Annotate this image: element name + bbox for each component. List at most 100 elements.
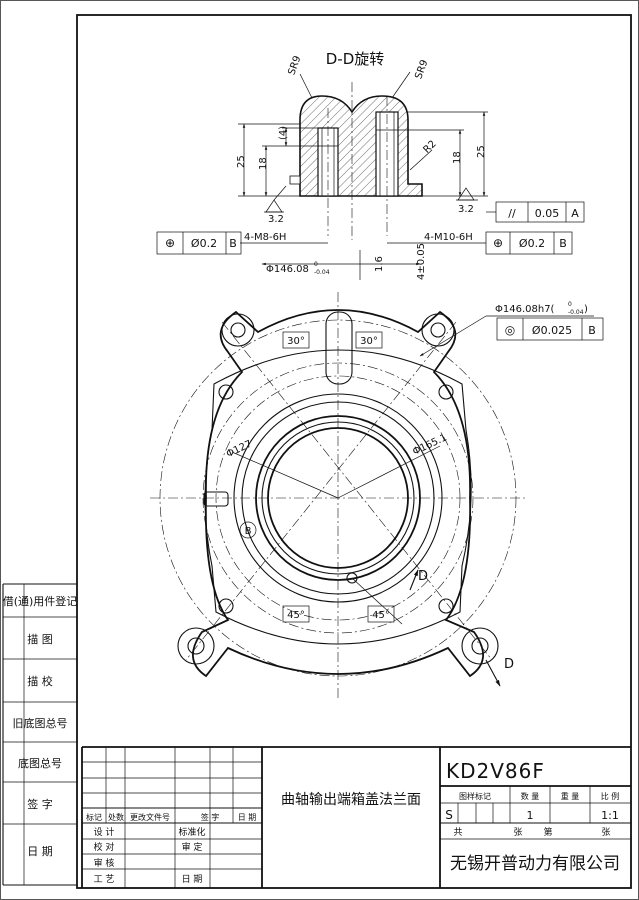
svg-text:◎: ◎ [505,323,515,337]
sheet-no-label: 第 [543,826,552,838]
svg-text:18: 18 [258,157,269,170]
dim-dia-146: Φ146.08 0 -0.04 1.6 4±0.05 [261,243,427,280]
r2-label: R2 [409,139,439,171]
svg-text:1.6: 1.6 [374,256,385,272]
roughness-right: 3.2 [456,187,478,215]
svg-text:Ø0.2: Ø0.2 [191,237,217,250]
sign-standard: 标准化 [178,826,205,838]
svg-text:Φ146.08h7(: Φ146.08h7( [495,304,555,315]
ear-hole-bottom-right [461,627,499,665]
svg-text:B: B [229,237,237,250]
section-mark-d-1: D [418,569,428,584]
strip-label-borrow: 借(通)用件登记 [3,594,78,608]
top-slot [325,311,353,385]
sheet-total-label: 共 [453,827,462,838]
strip-label-old-base: 旧底图总号 [13,716,68,730]
scale-value: 1:1 [601,809,619,822]
info-header-qty: 数 量 [521,791,540,801]
bolt-hole [218,384,234,400]
angle-bottom-right: 45° [367,605,395,623]
angle-top-right: 30° [355,331,383,349]
sign-date: 日 期 [182,874,203,885]
rev-header-count: 处数 [108,812,124,822]
strip-label-date: 日 期 [27,845,53,858]
part-name: 曲轴输出端箱盖法兰面 [281,792,421,808]
bolt-hole [438,598,454,614]
flange-outline [192,309,484,678]
bolt-hole [218,598,234,614]
rev-header-mark: 标记 [86,812,102,822]
svg-text:B: B [559,237,567,250]
strip-label-trace-check: 描 校 [27,674,53,688]
svg-text:B: B [588,324,596,337]
roughness-left: 3.2 [264,185,287,225]
sign-approve: 审 定 [182,841,203,853]
svg-text:3.2: 3.2 [458,204,474,215]
sign-review: 审 核 [94,857,115,869]
svg-text:25: 25 [236,155,247,168]
svg-text:A: A [571,207,579,220]
svg-text:4±0.05: 4±0.05 [416,243,427,280]
section-view: D-D旋转 SR9 SR9 R2 [156,50,585,280]
svg-text:45°: 45° [372,610,390,621]
svg-text:0: 0 [314,261,318,268]
svg-text:SR9: SR9 [413,58,430,80]
info-header-stage: 图样标记 [459,791,491,801]
plan-view: 30° 30° 45° 45° Φ127 Φ165.1 B D D Φ146.0… [150,292,604,700]
sheet-no-unit: 张 [601,827,610,838]
sign-process: 工 艺 [94,874,115,885]
company-name: 无锡开普动力有限公司 [450,854,620,874]
strip-label-base-total: 底图总号 [18,756,62,770]
strip-label-trace: 描 图 [27,632,53,646]
main-bore [267,427,409,569]
sign-check: 校 对 [94,841,115,853]
stage-mark: S [445,808,453,822]
rev-header-doc: 更改文件号 [130,812,170,822]
sr-label-right: SR9 [391,58,430,99]
svg-text:0: 0 [568,301,572,308]
svg-text:Ø0.2: Ø0.2 [519,237,545,250]
svg-text:(4): (4) [278,126,289,140]
dim-dia-165: Φ165.1 [411,432,449,457]
svg-text:Φ146.08: Φ146.08 [266,264,309,275]
thread-callout-right: 4-M10-6H ⊕ Ø0.2 B [387,231,573,255]
svg-text:-0.04: -0.04 [568,309,584,316]
svg-text:R2: R2 [422,139,439,156]
info-header-weight: 重 量 [561,791,580,801]
ear-hole-top-right [421,313,455,347]
dim-dia-127: Φ127 [225,439,254,460]
dims-left: 25 18 (4) [236,123,318,197]
svg-text:45°: 45° [287,610,305,621]
sr-label-left: SR9 [286,54,313,99]
svg-text:4-M8-6H: 4-M8-6H [244,232,286,243]
svg-text:0.05: 0.05 [535,207,560,220]
angle-top-left: 30° [282,331,310,349]
rev-header-date: 日 期 [238,813,257,822]
left-notch [203,491,229,507]
svg-text:): ) [584,304,588,315]
ear-hole-top-left [221,313,255,347]
svg-text:B: B [245,526,252,537]
section-title: D-D旋转 [326,50,385,68]
angle-bottom-left: 45° [282,605,310,623]
drawing-number: KD2V86F [446,759,545,783]
tolerance-parallel: // 0.05 A [486,201,585,223]
svg-text:4-M10-6H: 4-M10-6H [424,232,473,243]
svg-text:Ø0.025: Ø0.025 [532,324,572,337]
sheet-total-unit: 张 [513,827,522,838]
datum-b: B [239,521,257,539]
rev-header-sign: 签 字 [201,812,220,822]
thread-callout-left: 4-M8-6H ⊕ Ø0.2 B [156,231,328,255]
quantity-value: 1 [527,809,534,822]
svg-text:SR9: SR9 [286,54,303,76]
svg-text:25: 25 [476,145,487,158]
svg-text:30°: 30° [360,336,378,347]
dims-right: 25 18 [398,111,488,197]
svg-text://: // [508,207,516,220]
svg-text:⊕: ⊕ [493,236,503,250]
tolerance-concentricity: Φ146.08h7( 0 -0.04 ) ◎ Ø0.025 B [419,301,604,357]
section-mark-d-2: D [504,657,514,672]
svg-text:30°: 30° [287,336,305,347]
strip-label-sign: 签 字 [27,797,53,811]
